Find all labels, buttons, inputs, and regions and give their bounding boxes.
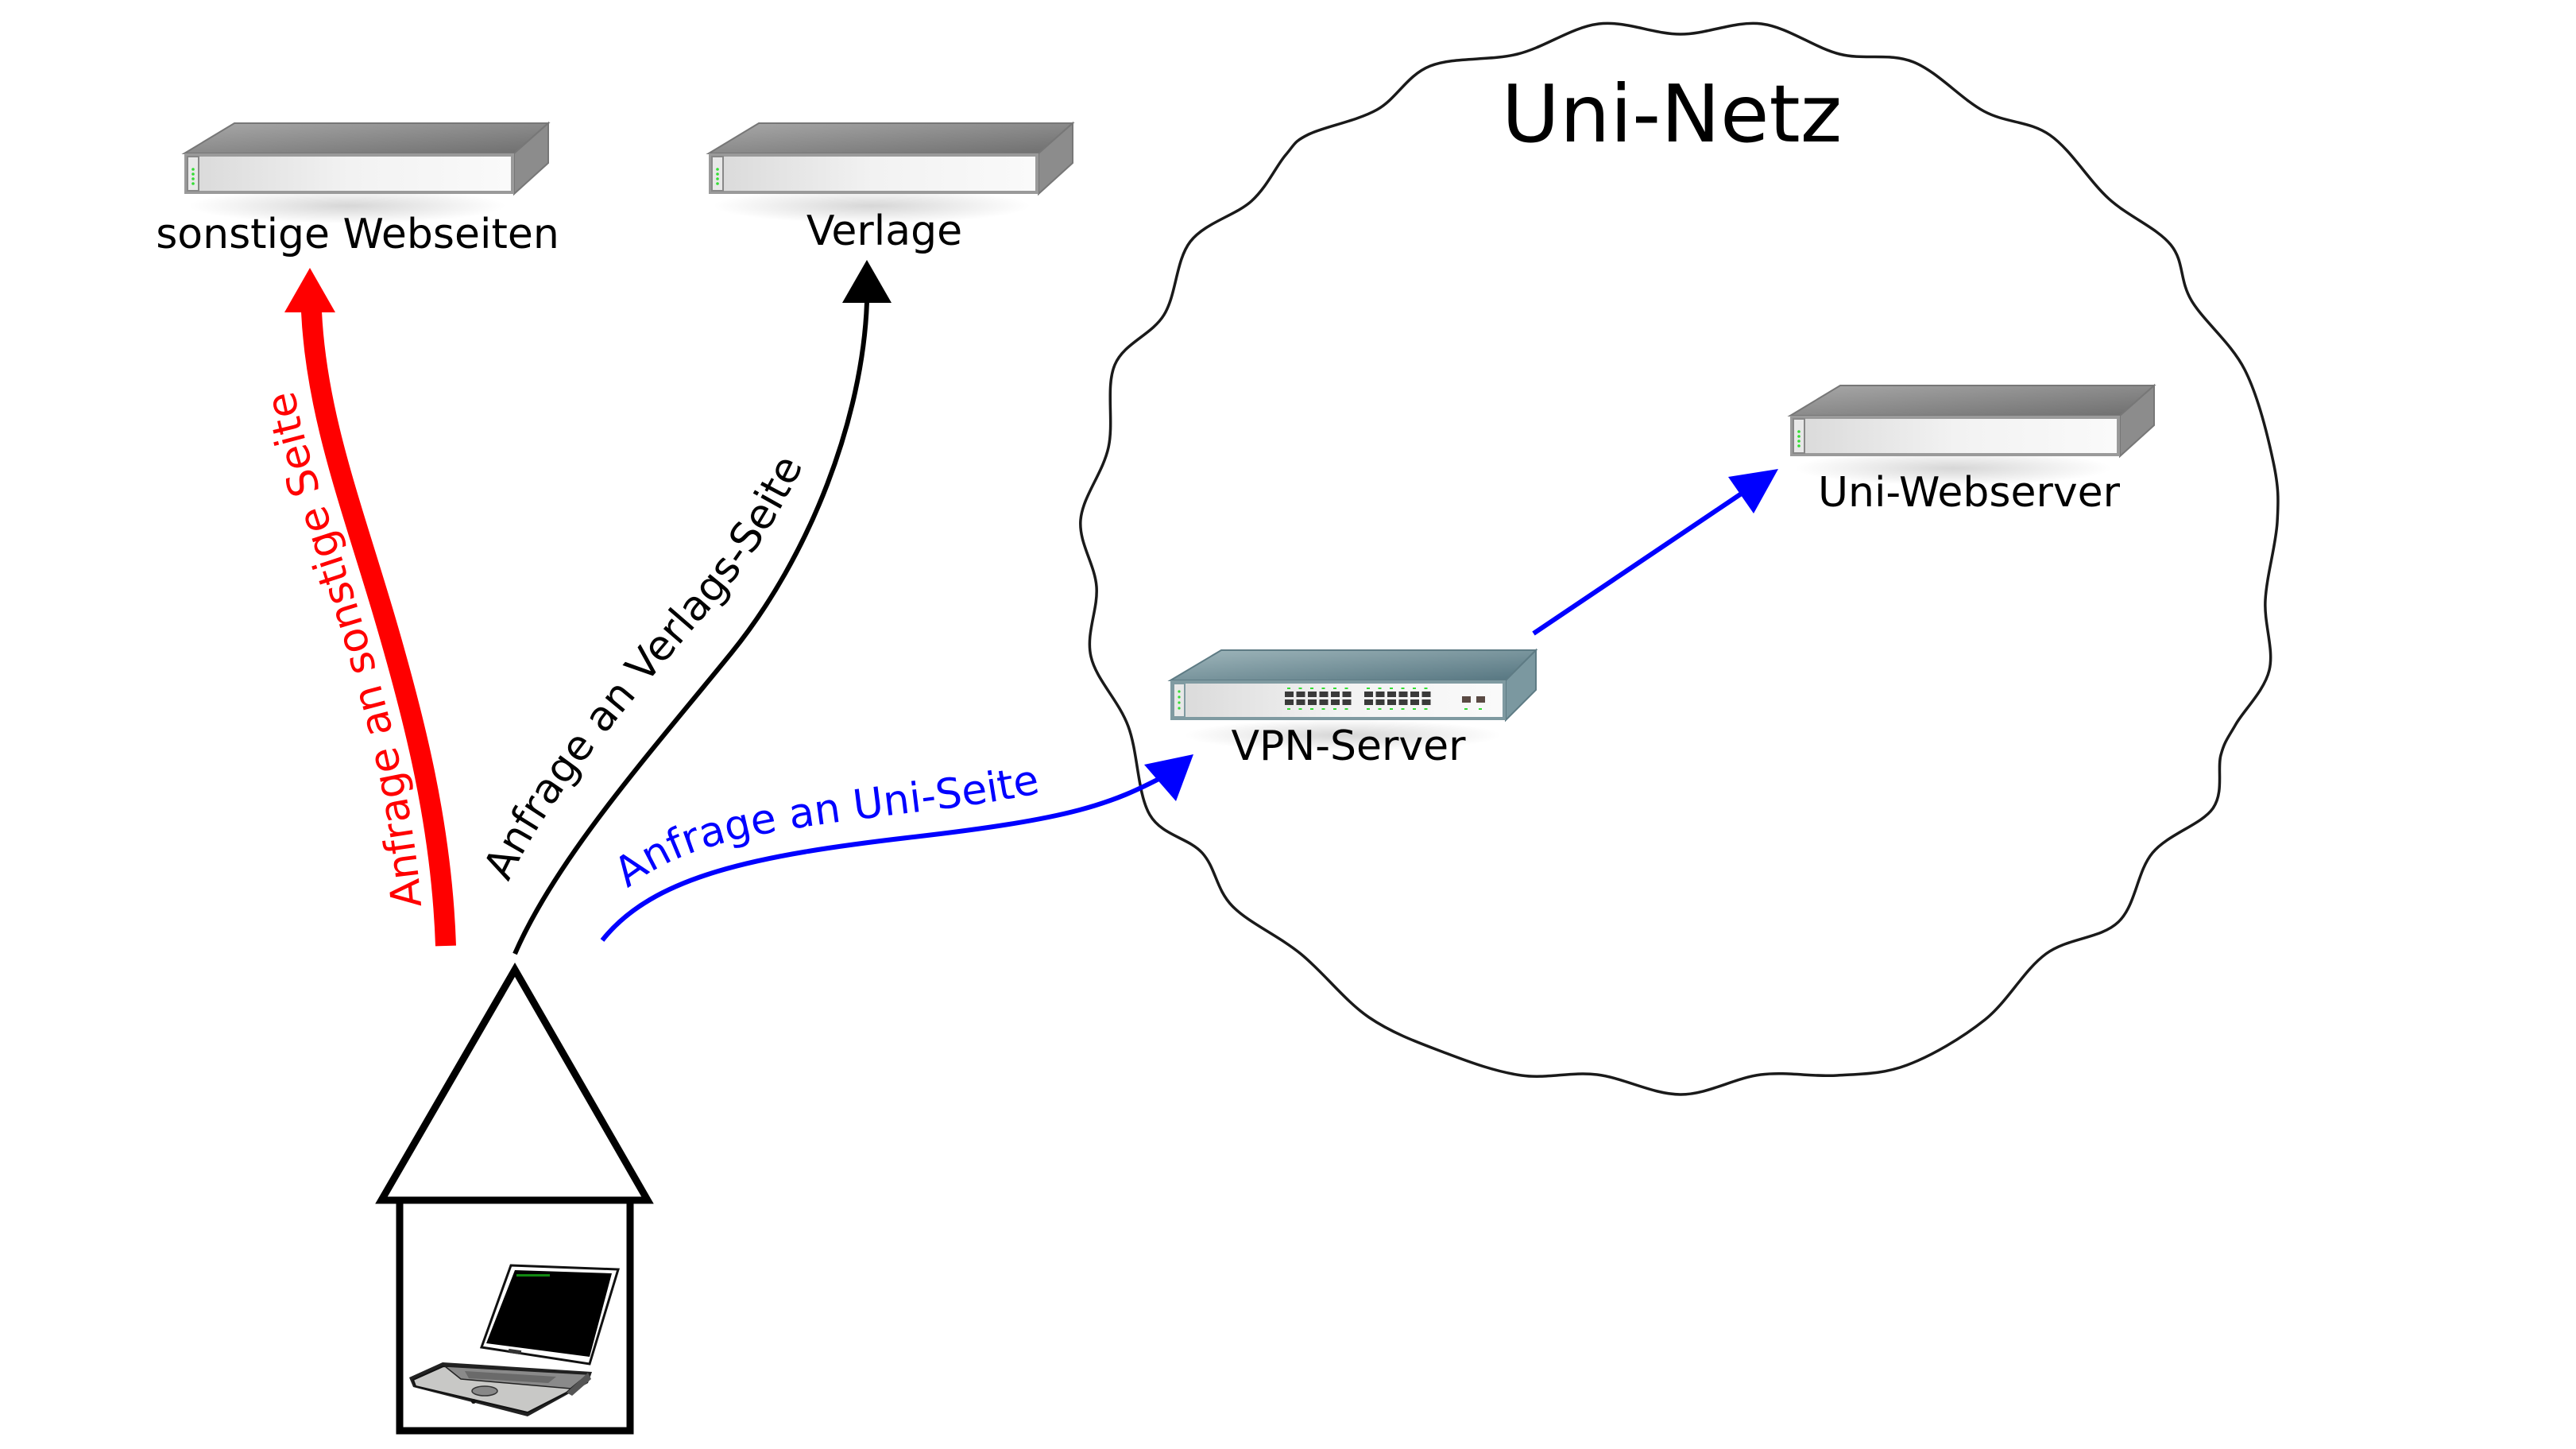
port-icon bbox=[1331, 699, 1340, 705]
port-icon bbox=[1285, 699, 1294, 705]
edge-to-other-sites: Anfrage an sonstige Seite bbox=[257, 268, 456, 947]
black-arrow-line bbox=[512, 301, 869, 955]
uni-webserver-label: Uni-Webserver bbox=[1818, 469, 2121, 517]
server-icon bbox=[184, 122, 549, 224]
led-icon bbox=[1424, 688, 1428, 689]
port-icon bbox=[1375, 699, 1385, 705]
port-icon bbox=[1398, 699, 1408, 705]
publishers-label: Verlage bbox=[806, 207, 962, 255]
led-icon bbox=[1344, 708, 1348, 710]
port-icon bbox=[1319, 692, 1329, 697]
edge-vpn-to-webserver bbox=[1532, 469, 1778, 636]
edge-label-uni: Anfrage an Uni-Seite bbox=[605, 756, 1042, 897]
vpn-server[interactable]: VPN-Server bbox=[1167, 648, 1538, 770]
led-icon bbox=[1333, 708, 1336, 710]
led-icon bbox=[1367, 688, 1370, 689]
led-icon bbox=[1390, 708, 1393, 710]
vpn-server-label: VPN-Server bbox=[1231, 723, 1466, 770]
arrowhead-icon bbox=[1728, 469, 1778, 513]
blue-arrow-line bbox=[600, 773, 1168, 942]
publishers-server[interactable]: Verlage bbox=[708, 122, 1073, 255]
port-icon bbox=[1410, 699, 1419, 705]
home bbox=[375, 963, 654, 1435]
laptop-screen-text bbox=[516, 1274, 550, 1277]
house-icon bbox=[375, 963, 654, 1435]
led-icon bbox=[1321, 708, 1325, 710]
blue-arrow-line bbox=[1532, 484, 1754, 636]
red-arrow-line bbox=[301, 311, 456, 947]
laptop-icon[interactable] bbox=[409, 1264, 620, 1416]
arrowhead-icon bbox=[1144, 754, 1193, 801]
led-icon bbox=[1178, 695, 1181, 699]
port-icon bbox=[1421, 699, 1431, 705]
sfp-port-icon bbox=[1462, 696, 1471, 703]
port-icon bbox=[1375, 692, 1385, 697]
uni-network-cloud bbox=[1079, 21, 2280, 1096]
led-icon bbox=[1401, 688, 1405, 689]
edge-to-uni: Anfrage an Uni-Seite bbox=[600, 754, 1193, 942]
led-icon bbox=[1298, 708, 1302, 710]
led-icon bbox=[1378, 708, 1382, 710]
led-icon bbox=[1401, 708, 1405, 710]
port-icon bbox=[1342, 692, 1352, 697]
led-icon bbox=[1178, 690, 1181, 693]
led-icon bbox=[1413, 708, 1416, 710]
port-icon bbox=[1308, 692, 1317, 697]
port-icon bbox=[1296, 692, 1305, 697]
port-icon bbox=[1319, 699, 1329, 705]
led-icon bbox=[1287, 688, 1290, 689]
led-icon bbox=[1378, 688, 1382, 689]
port-icon bbox=[1342, 699, 1352, 705]
led-icon bbox=[1367, 708, 1370, 710]
other-sites-label: sonstige Webseiten bbox=[156, 211, 559, 258]
sfp-port-icon bbox=[1476, 696, 1485, 703]
uni-network-label: Uni-Netz bbox=[1502, 68, 1842, 161]
port-icon bbox=[1308, 699, 1317, 705]
port-icon bbox=[1421, 692, 1431, 697]
network-switch-icon bbox=[1167, 648, 1538, 751]
led-icon bbox=[1424, 708, 1428, 710]
led-icon bbox=[1479, 708, 1482, 710]
arrowhead-icon bbox=[842, 260, 892, 303]
led-icon bbox=[1321, 688, 1325, 689]
port-icon bbox=[1296, 699, 1305, 705]
led-icon bbox=[1178, 707, 1181, 710]
led-icon bbox=[1413, 688, 1416, 689]
led-icon bbox=[1178, 701, 1181, 704]
other-sites-server[interactable]: sonstige Webseiten bbox=[156, 122, 559, 258]
port-icon bbox=[1387, 699, 1396, 705]
led-icon bbox=[1464, 708, 1468, 710]
led-icon bbox=[1390, 688, 1393, 689]
uni-webserver[interactable]: Uni-Webserver bbox=[1789, 385, 2155, 517]
led-icon bbox=[1310, 688, 1313, 689]
port-icon bbox=[1410, 692, 1419, 697]
led-icon bbox=[1344, 688, 1348, 689]
led-icon bbox=[1287, 708, 1290, 710]
port-icon bbox=[1364, 692, 1373, 697]
led-icon bbox=[1310, 708, 1313, 710]
port-icon bbox=[1285, 692, 1294, 697]
port-icon bbox=[1398, 692, 1408, 697]
port-icon bbox=[1331, 692, 1340, 697]
led-icon bbox=[1298, 688, 1302, 689]
port-icon bbox=[1387, 692, 1396, 697]
port-icon bbox=[1364, 699, 1373, 705]
arrowhead-icon bbox=[284, 268, 335, 312]
led-icon bbox=[1333, 688, 1336, 689]
